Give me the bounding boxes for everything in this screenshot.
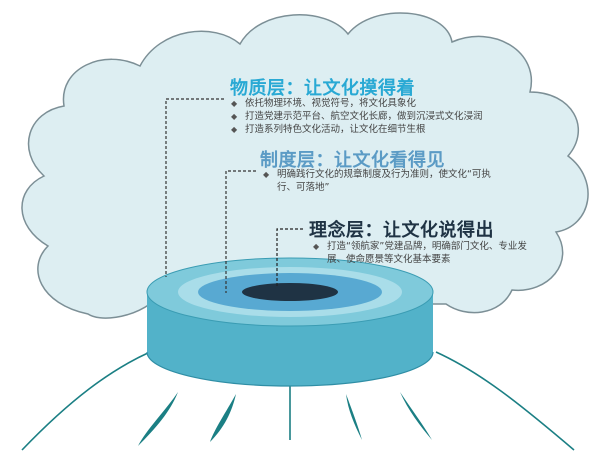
connector-lines xyxy=(165,98,303,293)
layer-bullets-concept: 打造“领航家”党建品牌，明确部门文化、专业发展、使命愿景等文化基本要素 xyxy=(311,240,527,266)
layer-bullets-material: 依托物理环境、视觉符号，将文化具象化 打造党建示范平台、航空文化长廊，做到沉浸式… xyxy=(229,97,483,136)
connector-concept xyxy=(276,228,303,288)
root-lines xyxy=(21,351,575,451)
connector-institution xyxy=(225,170,256,293)
bullet-item: 明确践行文化的规章制度及行为准则，使文化“可执行、可落地” xyxy=(261,168,507,194)
layer-title-material: 物质层：让文化摸得着 xyxy=(230,78,415,99)
disk-core xyxy=(242,283,338,301)
bullet-item: 打造系列特色文化活动，让文化在细节生根 xyxy=(229,123,483,136)
layer-title-concept: 理念层：让文化说得出 xyxy=(309,220,494,241)
bullet-item: 打造党建示范平台、航空文化长廊，做到沉浸式文化浸润 xyxy=(229,110,483,123)
layer-disk xyxy=(146,257,434,387)
layer-title-institution: 制度层：让文化看得见 xyxy=(260,150,445,171)
bullet-item: 打造“领航家”党建品牌，明确部门文化、专业发展、使命愿景等文化基本要素 xyxy=(311,240,527,266)
connector-material xyxy=(165,98,224,277)
root-blades xyxy=(138,392,432,446)
bullet-item: 依托物理环境、视觉符号，将文化具象化 xyxy=(229,97,483,110)
layer-bullets-institution: 明确践行文化的规章制度及行为准则，使文化“可执行、可落地” xyxy=(261,168,507,194)
